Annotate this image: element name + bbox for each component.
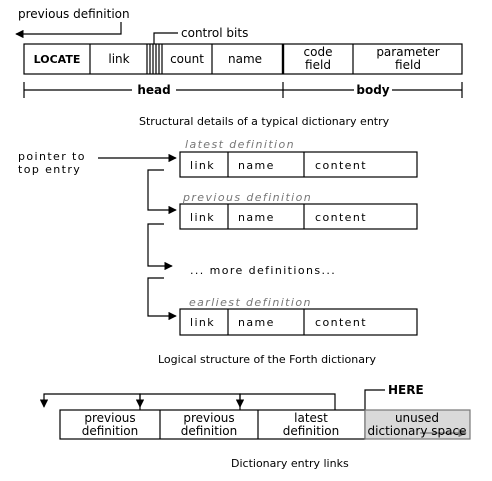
more-definitions-label: ... more definitions... bbox=[190, 264, 336, 277]
locate-field: LOCATE bbox=[34, 53, 81, 66]
unused-line2: dictionary space bbox=[368, 424, 467, 438]
code-field-line2: field bbox=[305, 58, 331, 72]
here-label: HERE bbox=[388, 383, 424, 397]
pointer-label-line2: top entry bbox=[18, 163, 81, 176]
link-arrow-b bbox=[135, 393, 241, 410]
control-bits-label: control bits bbox=[181, 26, 248, 40]
count-field: count bbox=[170, 52, 204, 66]
dictionary-structure-diagram: pointer to top entry latest definition l… bbox=[18, 138, 418, 366]
unused-line1: unused bbox=[395, 411, 439, 425]
definitions-box bbox=[59, 409, 366, 440]
entry-fields-box bbox=[23, 43, 463, 75]
pointer-label-line1: pointer to bbox=[18, 150, 86, 163]
link-arrow-1 bbox=[147, 169, 177, 215]
cell3-line2: definition bbox=[283, 424, 339, 438]
link-arrow-3 bbox=[147, 277, 177, 321]
unused-space-box bbox=[364, 409, 471, 440]
entry-name-cell: name bbox=[238, 211, 275, 224]
latest-entry-box bbox=[179, 151, 418, 178]
entry-content-cell: content bbox=[315, 159, 367, 172]
body-label: body bbox=[356, 83, 389, 97]
previous-definition-arrow bbox=[15, 22, 122, 39]
earliest-entry-box bbox=[179, 308, 418, 336]
diagram2-caption: Logical structure of the Forth dictionar… bbox=[158, 353, 376, 366]
entry-content-cell: content bbox=[315, 211, 367, 224]
entry-links-diagram: HERE previous definition previous defini… bbox=[39, 383, 471, 470]
entry-link-cell: link bbox=[190, 211, 215, 224]
parameter-field-line1: parameter bbox=[376, 45, 439, 59]
previous-entry-box bbox=[179, 203, 418, 230]
cell2-line1: previous bbox=[183, 411, 234, 425]
link-arrow-c bbox=[235, 393, 336, 410]
code-field-line1: code bbox=[304, 45, 333, 59]
control-bits-pointer bbox=[153, 32, 178, 44]
link-field: link bbox=[108, 52, 129, 66]
here-pointer bbox=[364, 389, 385, 410]
name-field: name bbox=[228, 52, 262, 66]
diagram1-caption: Structural details of a typical dictiona… bbox=[139, 115, 390, 128]
entry-structure-diagram: previous definition control bits LOCATE … bbox=[15, 7, 463, 128]
previous-definition-entry-label: previous definition bbox=[182, 191, 312, 204]
entry-link-cell: link bbox=[190, 316, 215, 329]
entry-name-cell: name bbox=[238, 159, 275, 172]
cell2-line2: definition bbox=[181, 424, 237, 438]
entry-content-cell: content bbox=[315, 316, 367, 329]
entry-name-cell: name bbox=[238, 316, 275, 329]
entry-link-cell: link bbox=[190, 159, 215, 172]
link-arrow-a bbox=[39, 393, 141, 410]
link-arrow-2 bbox=[147, 223, 173, 271]
cell3-line1: latest bbox=[294, 411, 328, 425]
cell1-line2: definition bbox=[82, 424, 138, 438]
latest-definition-label: latest definition bbox=[185, 138, 295, 151]
earliest-definition-label: earliest definition bbox=[189, 296, 312, 309]
diagram3-caption: Dictionary entry links bbox=[231, 457, 349, 470]
head-label: head bbox=[137, 83, 170, 97]
previous-definition-label: previous definition bbox=[18, 7, 130, 21]
parameter-field-line2: field bbox=[395, 58, 421, 72]
cell1-line1: previous bbox=[84, 411, 135, 425]
